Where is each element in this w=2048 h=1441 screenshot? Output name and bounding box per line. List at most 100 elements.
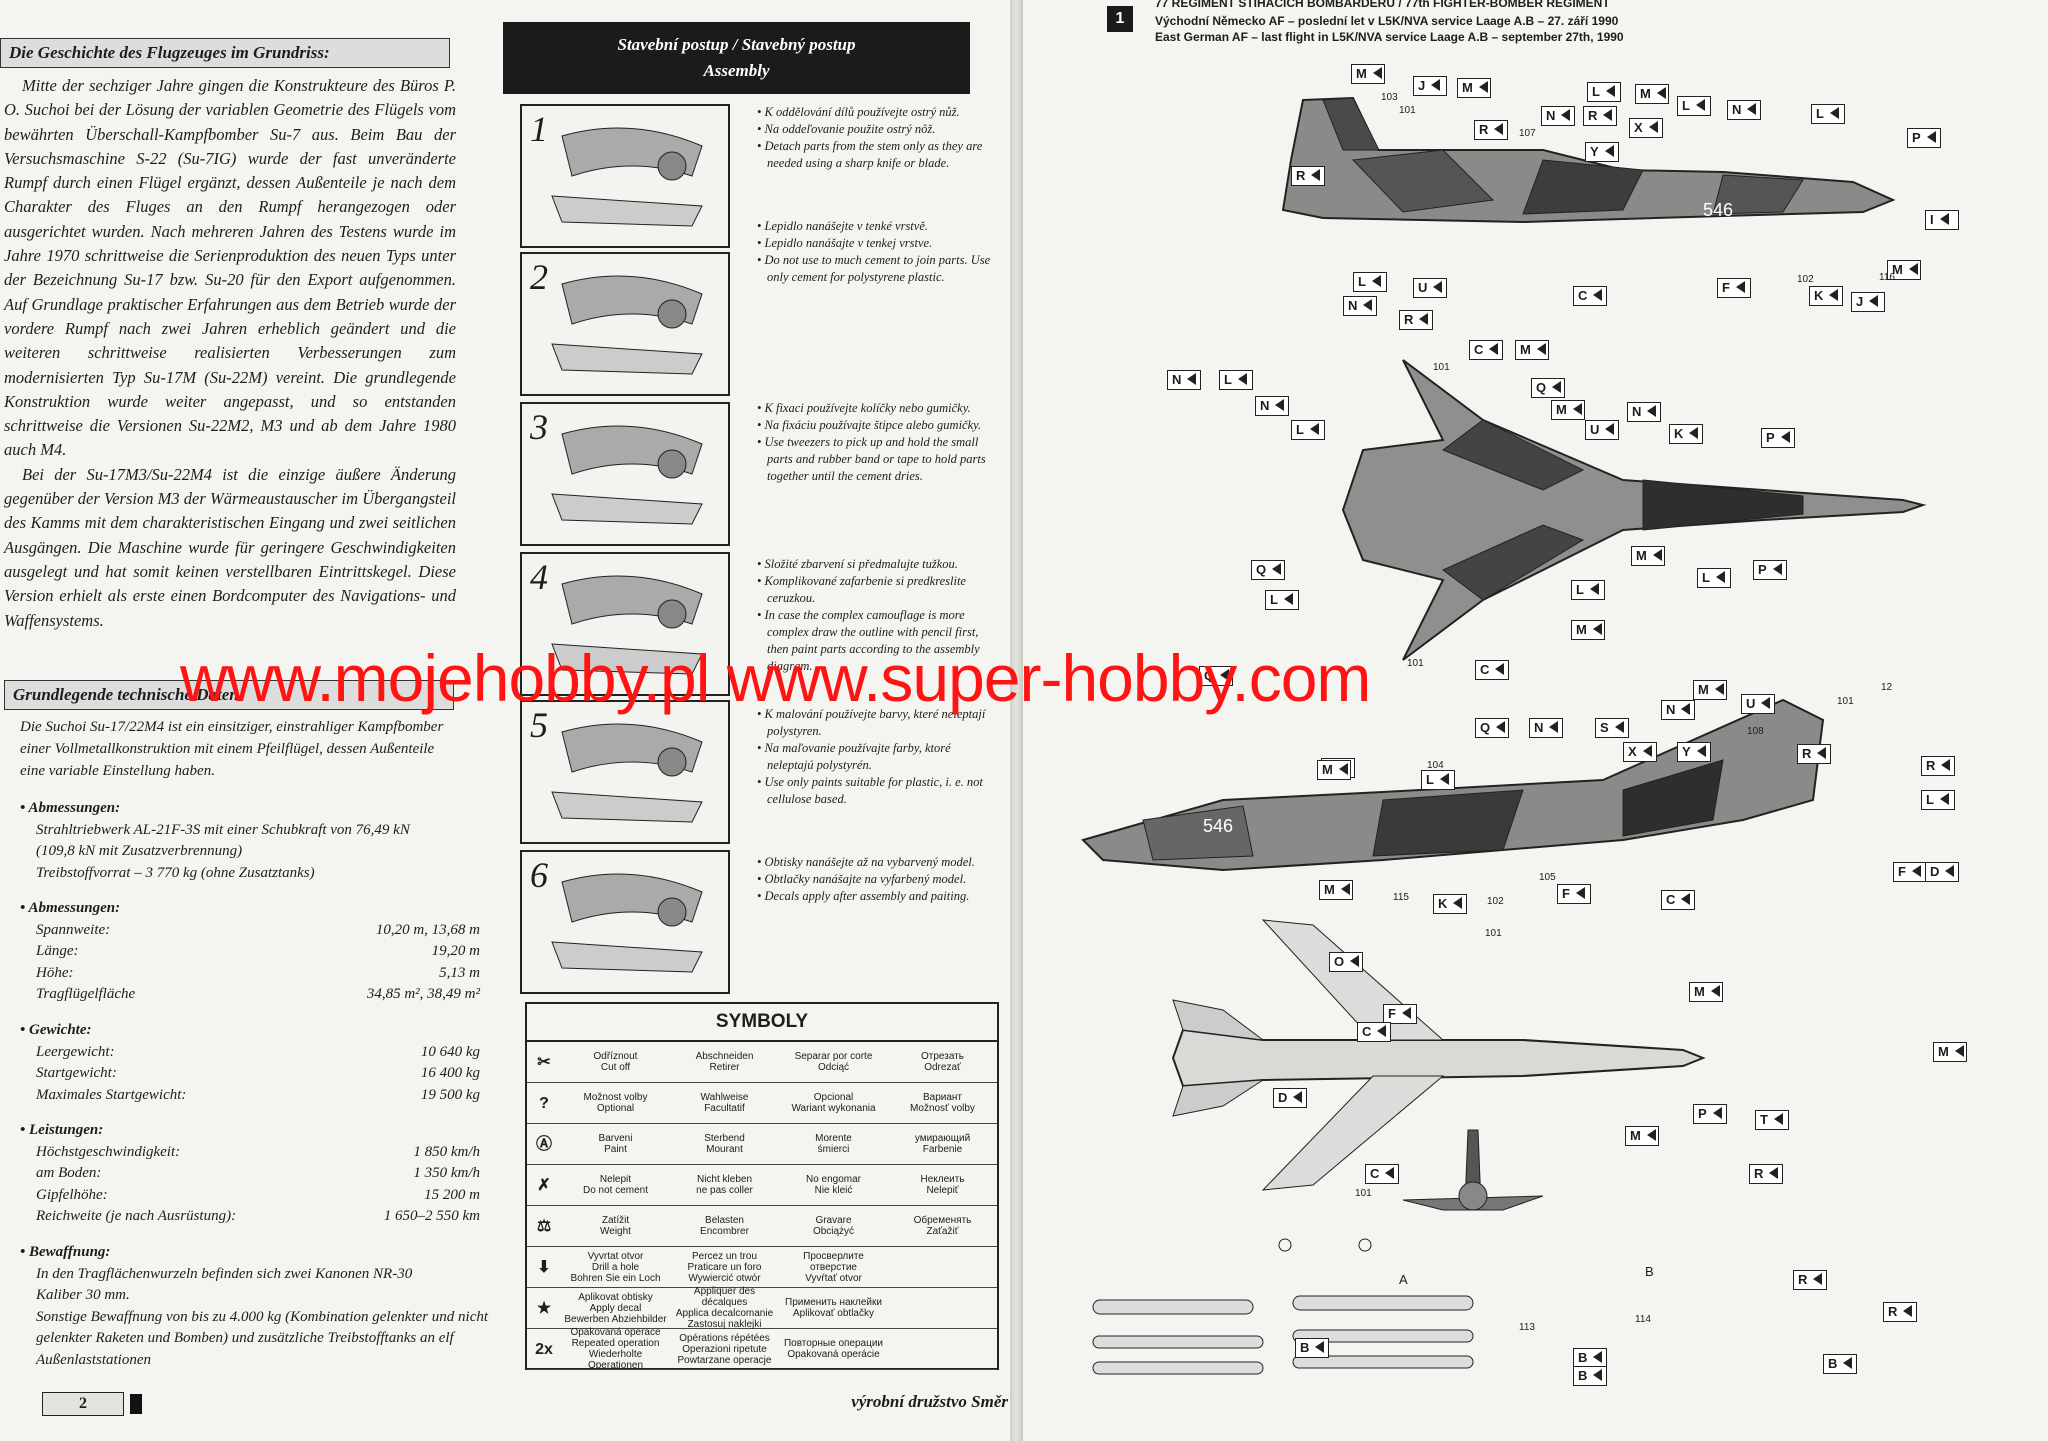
symbol-translation: Barveni Paint [598, 1133, 633, 1155]
step-instruction-line: K oddělování dílů používejte ostrý nůž. [757, 104, 997, 121]
data-intro: Die Suchoi Su-17/22M4 ist ein einsitzige… [20, 719, 444, 779]
callout-label: R [1883, 1302, 1917, 1322]
callout-label: P [1761, 428, 1795, 448]
callout-label: J [1851, 292, 1885, 312]
weight-row: Leergewicht:10 640 kg [20, 1042, 480, 1064]
part-number: 101 [1837, 696, 1854, 707]
step-instruction-line: Obtisky nanášejte až na vybarvený model. [757, 854, 997, 871]
step-instruction-line: Obtlačky nanášajte na vyfarbený model. [757, 871, 997, 888]
caption-english: East German AF – last flight in L5K/NVA … [1155, 30, 1624, 44]
weight-row-key: Startgewicht: [36, 1065, 117, 1081]
callout-label: P [1753, 560, 1787, 580]
callout-arrow-icon [1309, 423, 1319, 435]
step-instruction-line: K malování používejte barvy, které nelep… [757, 706, 997, 740]
callout-letter: R [1588, 108, 1598, 123]
callout-arrow-icon [1478, 81, 1488, 93]
dimension-row-value: 5,13 m [439, 964, 480, 981]
callout-arrow-icon [1350, 955, 1360, 967]
step-instruction-line: In case the complex camouflage is more c… [757, 607, 997, 675]
callout-label: Y [1585, 142, 1619, 162]
question-icon: ? [539, 1094, 549, 1112]
symbol-translation: умирающий Farbenie [914, 1133, 971, 1155]
callout-letter: M [1938, 1044, 1949, 1059]
part-number: 12 [1881, 682, 1893, 693]
callout-label: R [1793, 1270, 1827, 1290]
callout-letter: K [1674, 426, 1684, 441]
callout-label: M [1635, 84, 1669, 104]
callout-arrow-icon [1772, 563, 1782, 575]
step-number: 6 [530, 855, 548, 895]
callout-letter: M [1892, 262, 1903, 277]
part-number: 101 [1355, 1188, 1372, 1199]
callout-label: R [1474, 120, 1508, 140]
callout-letter: L [1358, 274, 1366, 289]
callout-label: L [1811, 104, 1845, 124]
callout-label: M [1457, 78, 1491, 98]
callout-letter: L [1816, 106, 1824, 121]
callout-label: D [1273, 1088, 1307, 1108]
part-number: 114 [1635, 1314, 1651, 1325]
dimension-row-key: Länge: [36, 943, 79, 959]
callout-arrow-icon [1911, 865, 1921, 877]
callout-arrow-icon [1489, 343, 1499, 355]
callout-label: N [1541, 106, 1575, 126]
callout-arrow-icon [1593, 289, 1603, 301]
callout-arrow-icon [1908, 263, 1918, 275]
performance-block: Leistungen: Höchstgeschwindigkeit:1 850 … [20, 1120, 480, 1228]
callout-letter: Y [1590, 144, 1599, 159]
assembly-title-cz: Stavební postup / Stavebný postup [617, 35, 856, 54]
callout-letter: M [1520, 342, 1531, 357]
callout-label: L [1677, 96, 1711, 116]
callout-arrow-icon [1939, 213, 1949, 225]
symbol-translation: Применить наклейки Aplikovať obtlačky [785, 1297, 882, 1319]
view-a-label: A [1399, 1272, 1408, 1287]
assembly-title-en: Assembly [703, 61, 770, 80]
callout-arrow-icon [1681, 893, 1691, 905]
step-illustration [551, 575, 703, 675]
callout-letter: L [1702, 570, 1710, 585]
step-number: 4 [530, 557, 548, 597]
right-page: 1 77 REGIMENT STÍHACÍCH BOMBARDÉRŮ / 77t… [1022, 0, 2048, 1441]
callout-label: N [1255, 396, 1289, 416]
callout-label: P [1693, 1104, 1727, 1124]
callout-letter: U [1418, 280, 1428, 295]
callout-arrow-icon [1315, 1341, 1325, 1353]
callout-arrow-icon [1283, 593, 1293, 605]
callout-arrow-icon [1589, 583, 1599, 595]
callout-label: M [1693, 680, 1727, 700]
aircraft-underside-view [1171, 919, 1706, 1191]
callout-arrow-icon [1614, 721, 1624, 733]
callout-arrow-icon [1187, 373, 1197, 385]
page-number: 2 [42, 1392, 124, 1416]
callout-letter: R [1798, 1272, 1808, 1287]
callout-letter: Q [1204, 668, 1215, 683]
callout-label: B [1573, 1366, 1607, 1386]
dimensions-block: Abmessungen: Spannweite:10,20 m, 13,68 m… [20, 898, 480, 1006]
callout-arrow-icon [1496, 721, 1506, 733]
symbol-translation: Morente śmierci [815, 1133, 852, 1155]
repeat-icon: 2x [535, 1340, 553, 1358]
dimension-row: Länge:19,20 m [20, 941, 480, 963]
callout-arrow-icon [1945, 865, 1955, 877]
step-number: 5 [530, 705, 548, 745]
callout-arrow-icon [1494, 123, 1504, 135]
step-instructions: K fixaci používejte kolíčky nebo gumičky… [757, 400, 997, 485]
symbol-translation: Wahlweise Facultatif [700, 1092, 749, 1114]
callout-label: N [1661, 700, 1695, 720]
callout-arrow-icon [1646, 1129, 1656, 1141]
callout-label: X [1623, 742, 1657, 762]
step-instruction-line: Use only paints suitable for plastic, i.… [757, 774, 997, 808]
callout-arrow-icon [1272, 563, 1282, 575]
callout-letter: M [1556, 402, 1567, 417]
weight-row-value: 16 400 kg [420, 1065, 480, 1081]
callout-letter: M [1322, 762, 1333, 777]
callout-arrow-icon [1275, 399, 1285, 411]
symbol-translation: Opcional Wariant wykonania [791, 1092, 876, 1114]
callout-label: N [1727, 100, 1761, 120]
callout-letter: N [1348, 298, 1358, 313]
symbol-translation: Nelepit Do not cement [582, 1174, 649, 1196]
callout-letter: L [1426, 772, 1434, 787]
callout-arrow-icon [1431, 79, 1441, 91]
